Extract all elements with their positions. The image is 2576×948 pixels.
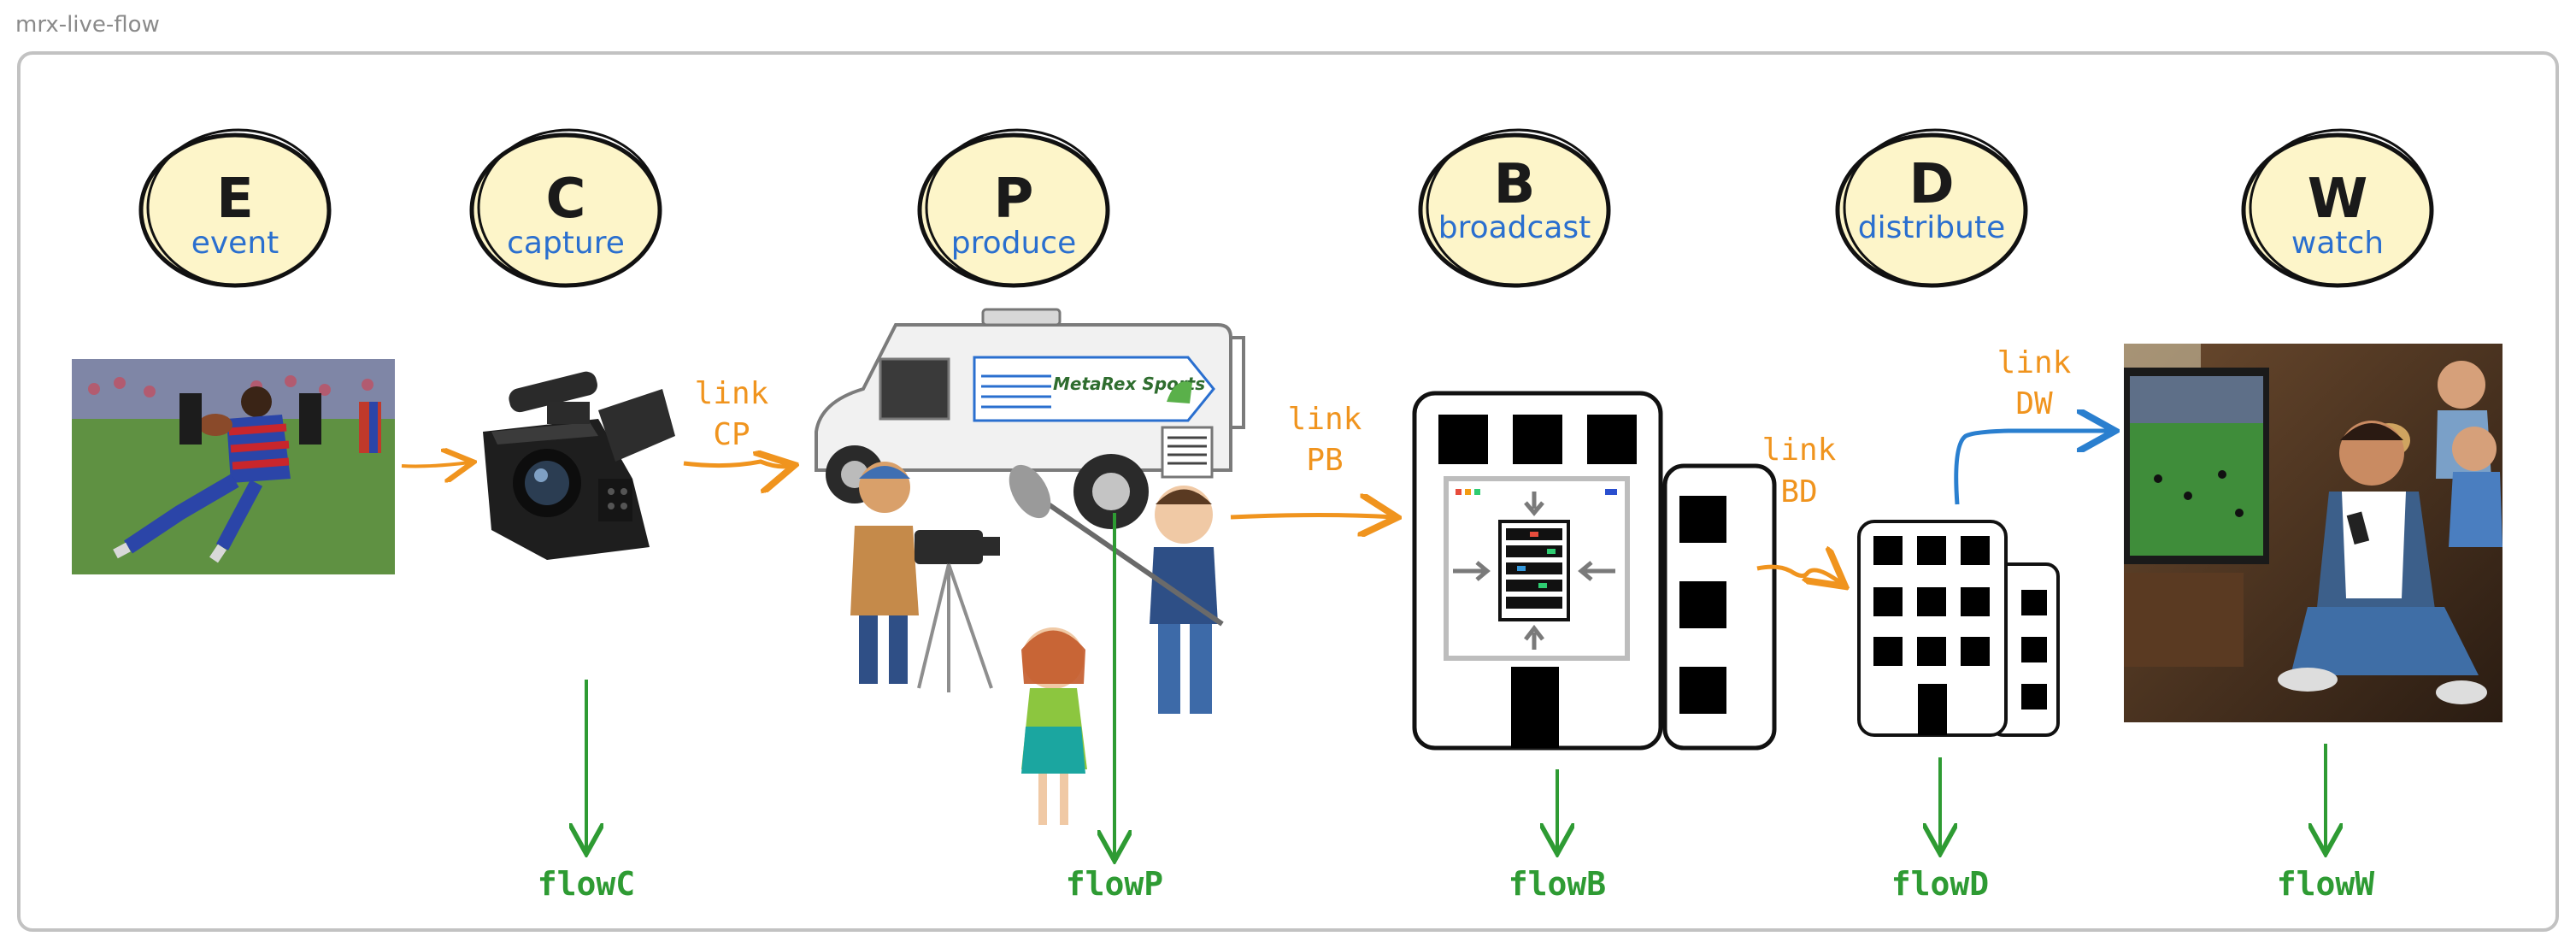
- stage-word: produce: [951, 226, 1077, 261]
- stage-word: distribute: [1858, 210, 2005, 245]
- link-code: CP: [713, 417, 750, 452]
- frame-title: mrx-live-flow: [15, 12, 160, 38]
- video-camera-icon: [483, 371, 675, 560]
- stage-letter: B: [1494, 153, 1536, 216]
- flow-label: flowW: [2277, 865, 2375, 903]
- link-dw: link DW: [1954, 345, 2111, 505]
- flow-w: flowW: [2277, 744, 2375, 903]
- link-bd: link BD: [1756, 433, 1842, 584]
- stage-word: broadcast: [1438, 210, 1591, 245]
- flow-p: flowP: [1066, 513, 1163, 903]
- flow-label: flowD: [1891, 865, 1989, 903]
- stage-letter: E: [216, 168, 254, 231]
- stage-word: event: [191, 226, 279, 261]
- link-label: link: [695, 376, 769, 411]
- stage-produce: P produce: [917, 128, 1110, 288]
- stage-distribute: D distribute: [1835, 128, 2028, 288]
- stage-letter: D: [1908, 153, 1954, 216]
- stage-broadcast: B broadcast: [1418, 128, 1611, 288]
- stage-capture: C capture: [469, 128, 662, 288]
- link-label: link: [1288, 402, 1362, 437]
- flow-b: flowB: [1509, 769, 1606, 903]
- flow-d: flowD: [1891, 757, 1989, 903]
- link-code: DW: [2015, 386, 2053, 421]
- link-pb: link PB: [1230, 402, 1393, 517]
- broadcast-van-crew-illustration: MetaRex Sports: [815, 308, 1245, 825]
- flow-label: flowB: [1509, 865, 1606, 903]
- datacenter-building-icon: [1412, 391, 1777, 751]
- stage-event: E event: [138, 128, 332, 288]
- flow-label: flowP: [1066, 865, 1163, 903]
- link-cp: link CP: [683, 376, 791, 467]
- stage-word: watch: [2291, 226, 2384, 261]
- link-code: BD: [1780, 474, 1817, 509]
- office-building-icon: [1857, 520, 2060, 737]
- link-code: PB: [1306, 443, 1343, 478]
- stage-letter: P: [994, 168, 1034, 231]
- frame-border: [17, 51, 2559, 932]
- flow-label: flowC: [538, 865, 635, 903]
- rugby-match-photo: [72, 359, 395, 574]
- family-watching-tv-photo: [2124, 344, 2502, 722]
- flow-c: flowC: [538, 680, 635, 903]
- link-label: link: [1997, 345, 2072, 380]
- link-label: link: [1762, 433, 1837, 468]
- stage-letter: W: [2308, 168, 2368, 231]
- stage-word: capture: [507, 226, 625, 261]
- stage-letter: C: [546, 168, 586, 231]
- stage-watch: W watch: [2241, 128, 2434, 288]
- arrow-event-to-capture: [401, 462, 470, 467]
